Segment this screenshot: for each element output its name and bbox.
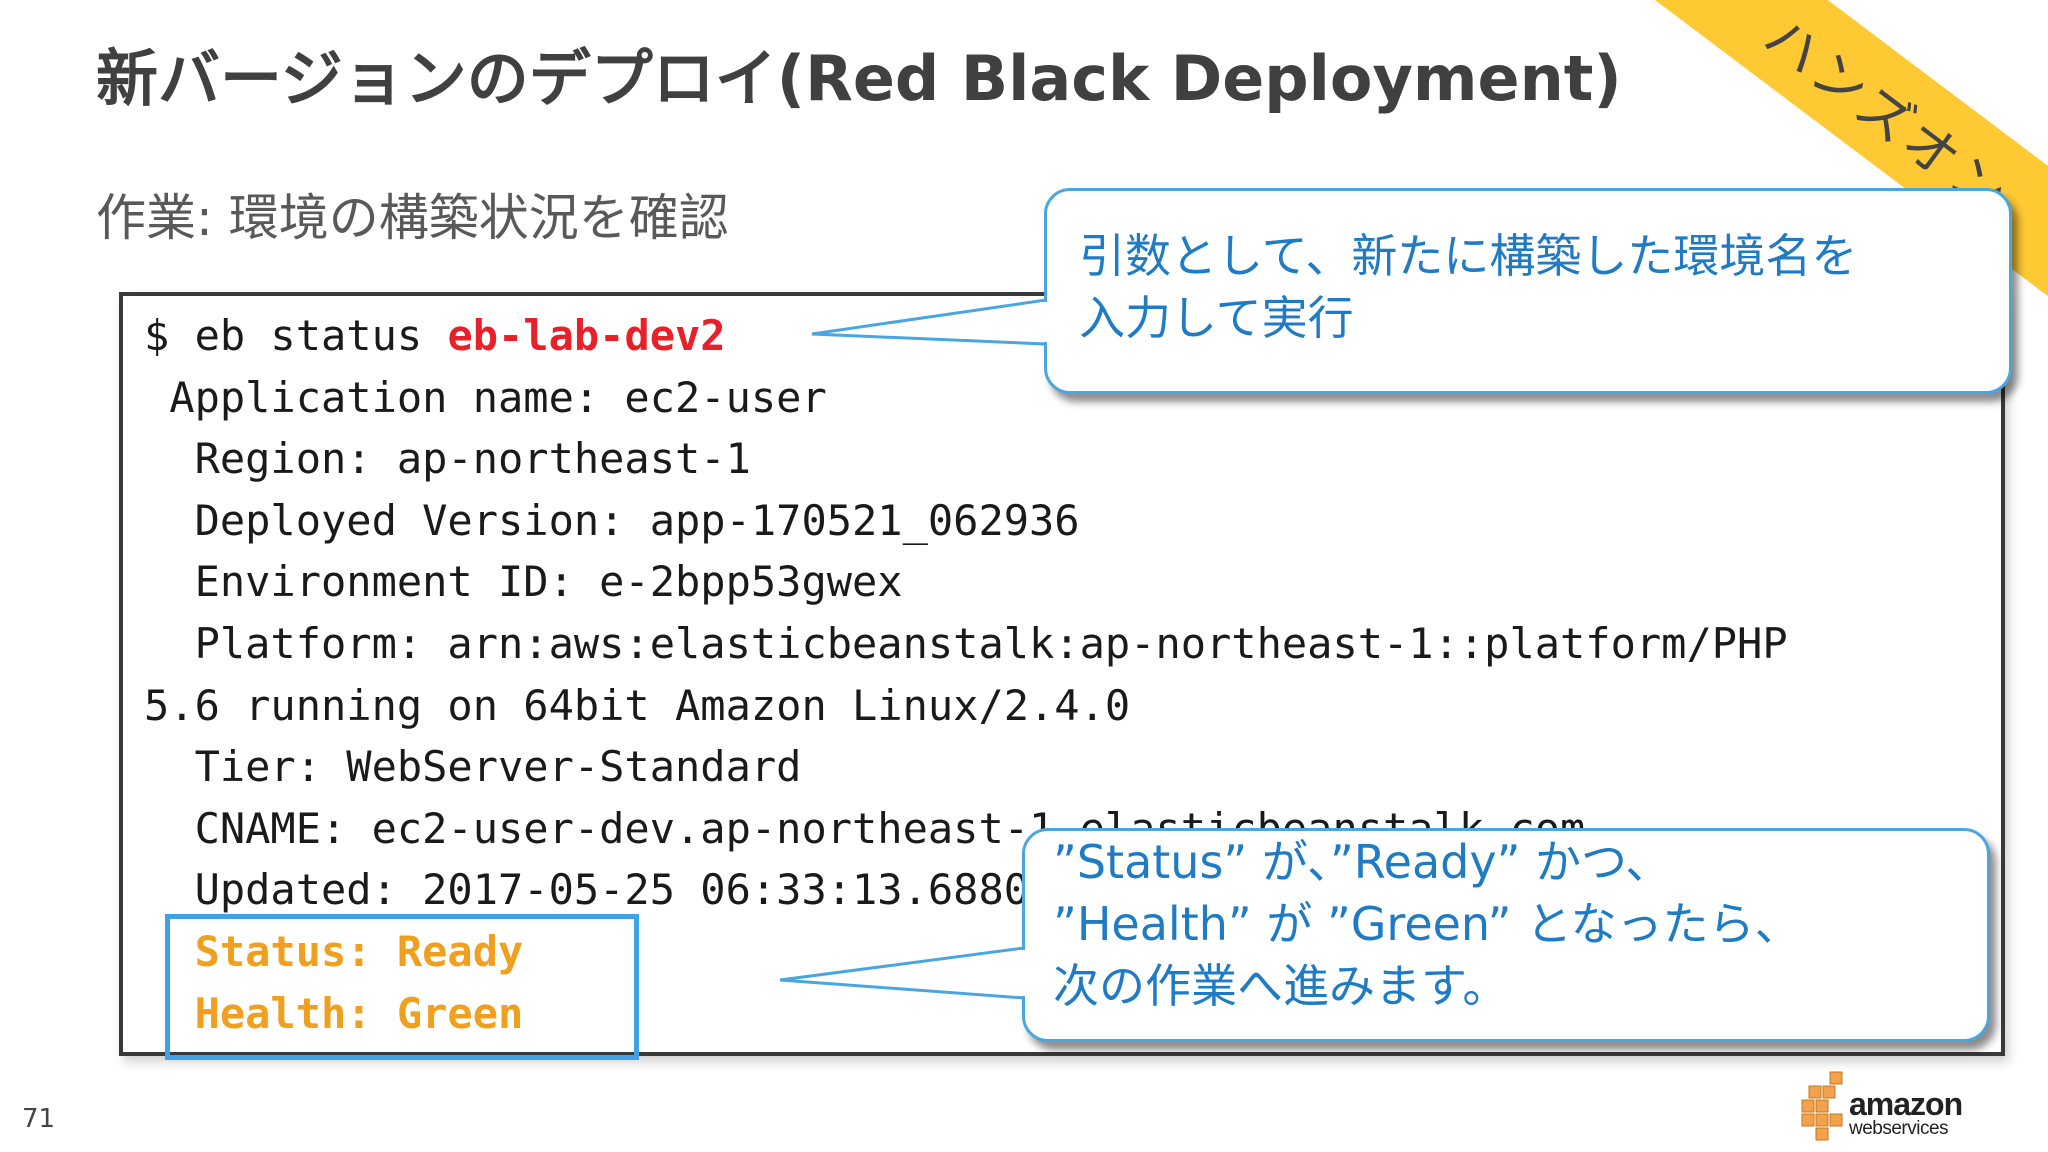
- slide-title: 新バージョンのデプロイ(Red Black Deployment): [96, 42, 1622, 115]
- callout-command-hint: 引数として、新たに構築した環境名を 入力して実行: [1044, 188, 2012, 394]
- aws-logo-sub: webservices: [1849, 1118, 1949, 1139]
- terminal-line: Application name: ec2-user: [144, 372, 827, 422]
- callout-text-line: 引数として、新たに構築した環境名を: [1079, 229, 1858, 283]
- terminal-line: 5.6 running on 64bit Amazon Linux/2.4.0: [144, 680, 1131, 730]
- callout-text-line: 次の作業へ進みます。: [1053, 959, 1509, 1013]
- page-number: 71: [22, 1104, 56, 1134]
- terminal-line: Platform: arn:aws:elasticbeanstalk:ap-no…: [144, 618, 1788, 668]
- command-prefix: $ eb status: [144, 311, 448, 360]
- callout-text-line: ”Status” が、”Ready” かつ、: [1053, 835, 1672, 889]
- terminal-line: Tier: WebServer-Standard: [144, 742, 802, 792]
- terminal-status-line: Status: Ready: [144, 926, 524, 976]
- terminal-line: Deployed Version: app-170521_062936: [144, 495, 1080, 545]
- terminal-command-line: $ eb status eb-lab-dev2: [144, 305, 1788, 367]
- status-highlight-box: [165, 914, 639, 1060]
- aws-logo-brand: amazon: [1849, 1086, 1963, 1122]
- callout-text-line: 入力して実行: [1079, 291, 1354, 345]
- slide-subtitle: 作業: 環境の構築状況を確認: [96, 189, 729, 247]
- aws-cubes-icon: [1801, 1071, 1843, 1141]
- callout-status-hint: ”Status” が、”Ready” かつ、 ”Health” が ”Green…: [1022, 828, 1990, 1042]
- terminal-line: Environment ID: e-2bpp53gwex: [144, 557, 903, 607]
- terminal-output: $ eb status eb-lab-dev2 Application name…: [144, 305, 1788, 1044]
- terminal-health-line: Health: Green: [144, 988, 524, 1038]
- command-argument: eb-lab-dev2: [447, 311, 726, 360]
- callout-text-line: ”Health” が ”Green” となったら、: [1053, 897, 1801, 951]
- terminal-line: Region: ap-northeast-1: [144, 434, 751, 484]
